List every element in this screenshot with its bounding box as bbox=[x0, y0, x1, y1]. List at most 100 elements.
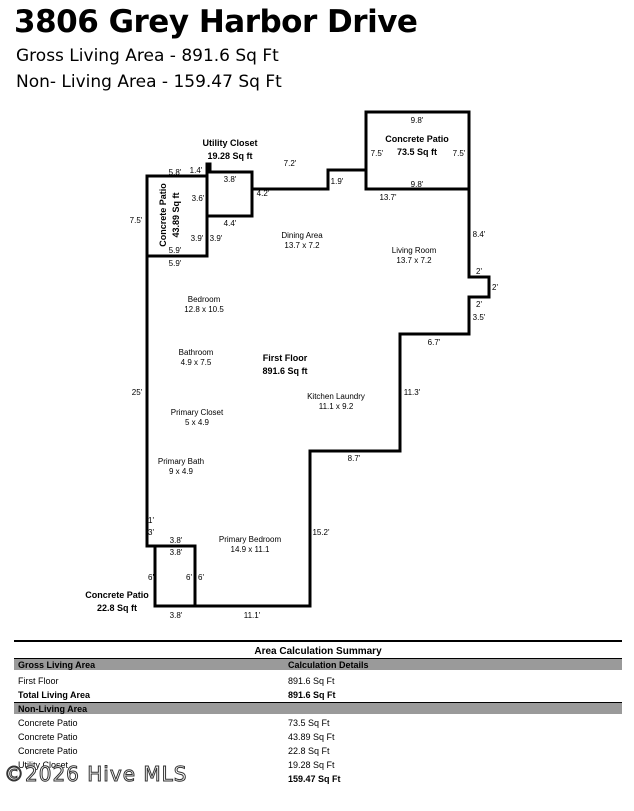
gross-living-header: Gross Living Area Calculation Details bbox=[14, 659, 622, 670]
dim-label: 5.9' bbox=[169, 259, 182, 268]
dim-label: 3.8' bbox=[170, 548, 183, 557]
row-label: Concrete Patio bbox=[18, 718, 78, 728]
non-living-header: Non-Living Area bbox=[14, 703, 622, 714]
dimension-labels: 9.8' 7.5' 7.5' 9.8' 13.7' 7.2' 1.9' 5.8'… bbox=[130, 116, 499, 620]
floor-plan-walls bbox=[145, 110, 491, 608]
bathroom-name: Bathroom bbox=[179, 348, 214, 357]
watermark: ©2026 Hive MLS bbox=[3, 762, 188, 787]
dim-label: 3.8' bbox=[170, 536, 183, 545]
bottom-patio-wall bbox=[155, 544, 197, 606]
table-row: Concrete Patio 22.8 Sq Ft bbox=[14, 744, 622, 758]
dim-label: 4.4' bbox=[224, 219, 237, 228]
utility-closet-wall bbox=[205, 172, 254, 218]
row-value: 43.89 Sq Ft bbox=[288, 732, 335, 742]
table-row: Concrete Patio 43.89 Sq Ft bbox=[14, 730, 622, 744]
table-row: First Floor 891.6 Sq Ft bbox=[14, 674, 622, 688]
patio-top-label: Concrete Patio bbox=[385, 134, 449, 144]
dim-label: 1.9' bbox=[331, 177, 344, 186]
room-labels: Dining Area 13.7 x 7.2 Living Room 13.7 … bbox=[158, 231, 437, 554]
row-value: 22.8 Sq Ft bbox=[288, 746, 330, 756]
patio-left-area: 43.89 Sq ft bbox=[171, 192, 181, 237]
utility-closet-area: 19.28 Sq ft bbox=[207, 151, 252, 161]
row-label: First Floor bbox=[18, 676, 59, 686]
pbed-dims: 14.9 x 11.1 bbox=[231, 545, 271, 554]
bathroom-dims: 4.9 x 7.5 bbox=[181, 358, 212, 367]
closet-name: Primary Closet bbox=[171, 408, 224, 417]
table-row: Total Living Area 891.6 Sq Ft bbox=[14, 688, 622, 703]
pbath-name: Primary Bath bbox=[158, 457, 204, 466]
row-label: Concrete Patio bbox=[18, 732, 78, 742]
table-row: Utility Closet 19.28 Sq Ft bbox=[14, 758, 622, 772]
dim-label: 3.8' bbox=[170, 611, 183, 620]
patio-left-label: Concrete Patio bbox=[158, 183, 168, 247]
dim-label: 1.4' bbox=[190, 166, 203, 175]
top-patio-wall bbox=[364, 110, 471, 189]
table-row: 159.47 Sq Ft bbox=[14, 772, 622, 786]
dining-name: Dining Area bbox=[281, 231, 323, 240]
bedroom-dims: 12.8 x 10.5 bbox=[184, 305, 224, 314]
dim-label: 8.7' bbox=[348, 454, 361, 463]
patio-bottom-label: Concrete Patio bbox=[85, 590, 149, 600]
dim-label: 5.9' bbox=[169, 246, 182, 255]
dim-label: 11.3' bbox=[404, 388, 421, 397]
row-value: 73.5 Sq Ft bbox=[288, 718, 330, 728]
dim-label: 7.2' bbox=[284, 159, 297, 168]
bedroom-name: Bedroom bbox=[188, 295, 221, 304]
patio-bottom-area: 22.8 Sq ft bbox=[97, 603, 137, 613]
summary-title: Area Calculation Summary bbox=[14, 640, 622, 659]
dim-label: 3.5' bbox=[473, 313, 486, 322]
area-labels: Utility Closet 19.28 Sq ft Concrete Pati… bbox=[85, 134, 449, 613]
dim-label: 7.5' bbox=[453, 149, 466, 158]
dim-label: 3.9' bbox=[191, 234, 204, 243]
dim-label: 15.2' bbox=[312, 528, 330, 537]
dim-label: 25' bbox=[132, 388, 143, 397]
row-value: 891.6 Sq Ft bbox=[288, 690, 336, 700]
area-summary-table: Area Calculation Summary Gross Living Ar… bbox=[14, 640, 622, 786]
dim-label: 11.1' bbox=[244, 611, 261, 620]
pbath-dims: 9 x 4.9 bbox=[169, 467, 194, 476]
living-name: Living Room bbox=[392, 246, 437, 255]
living-dims: 13.7 x 7.2 bbox=[396, 256, 432, 265]
dim-label: 3.8' bbox=[224, 175, 237, 184]
dining-dims: 13.7 x 7.2 bbox=[284, 241, 320, 250]
dim-label: 2' bbox=[476, 300, 482, 309]
dim-label: 1' bbox=[148, 516, 154, 525]
pbed-name: Primary Bedroom bbox=[219, 535, 282, 544]
closet-dims: 5 x 4.9 bbox=[185, 418, 210, 427]
dim-label: 2' bbox=[476, 267, 482, 276]
kitchen-dims: 11.1 x 9.2 bbox=[319, 402, 354, 411]
row-value: 19.28 Sq Ft bbox=[288, 760, 335, 770]
dim-label: 6' bbox=[198, 573, 204, 582]
page-title: 3806 Grey Harbor Drive bbox=[14, 4, 418, 40]
main-outline bbox=[145, 162, 491, 608]
dim-label: 6.7' bbox=[428, 338, 441, 347]
gross-living-area-subtitle: Gross Living Area - 891.6 Sq Ft bbox=[16, 46, 279, 66]
floor-plan: Utility Closet 19.28 Sq ft Concrete Pati… bbox=[85, 110, 499, 620]
row-label: Concrete Patio bbox=[18, 746, 78, 756]
dim-label: 9.8' bbox=[411, 180, 424, 189]
dim-label: 2' bbox=[492, 283, 498, 292]
row-label: Total Living Area bbox=[18, 690, 91, 700]
dim-label: 6' bbox=[186, 573, 192, 582]
dim-label: 13.7' bbox=[379, 193, 397, 202]
table-row: Concrete Patio 73.5 Sq Ft bbox=[14, 716, 622, 730]
row-value: 891.6 Sq Ft bbox=[288, 676, 335, 686]
row-value: 159.47 Sq Ft bbox=[288, 774, 341, 784]
dim-label: 3.9' bbox=[210, 234, 223, 243]
dim-label: 8.4' bbox=[473, 230, 486, 239]
dim-label: 4.2' bbox=[257, 189, 270, 198]
dim-label: 3.6' bbox=[192, 194, 205, 203]
dim-label: 5.8' bbox=[169, 168, 182, 177]
non-living-area-subtitle: Non- Living Area - 159.47 Sq Ft bbox=[16, 72, 282, 92]
first-floor-label: First Floor bbox=[263, 353, 308, 363]
dim-label: 6' bbox=[148, 573, 154, 582]
left-patio-wall bbox=[145, 176, 209, 258]
gross-living-header-label: Gross Living Area bbox=[18, 659, 96, 670]
dim-label: 7.5' bbox=[130, 216, 143, 225]
non-living-header-label: Non-Living Area bbox=[18, 703, 88, 714]
row-label: Utility Closet bbox=[18, 760, 69, 770]
patio-top-area: 73.5 Sq ft bbox=[397, 147, 437, 157]
first-floor-area: 891.6 Sq ft bbox=[262, 366, 307, 376]
dim-label: 3' bbox=[148, 528, 154, 537]
dim-label: 9.8' bbox=[411, 116, 424, 125]
